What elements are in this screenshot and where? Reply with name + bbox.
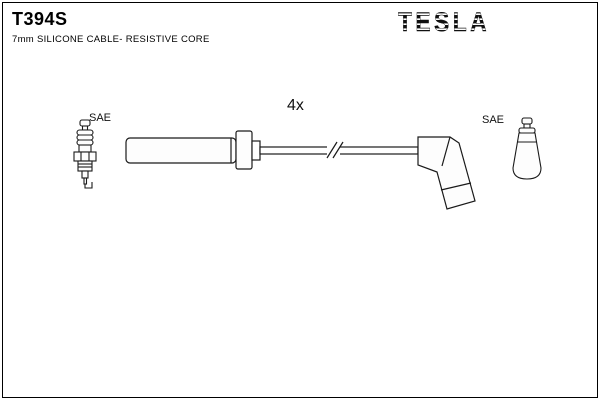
brand-logo: TESLA: [398, 7, 490, 37]
sae-label-right: SAE: [482, 114, 505, 126]
ignition-cable-icon: [125, 130, 476, 210]
part-number: T394S: [12, 9, 68, 29]
spark-plug-icon: [73, 119, 97, 189]
product-description: 7mm SILICONE CABLE- RESISTIVE CORE: [12, 34, 210, 45]
quantity-label: 4x: [287, 97, 304, 114]
sae-label-left: SAE: [89, 112, 112, 124]
spark-plug-terminal-icon: [512, 117, 542, 180]
